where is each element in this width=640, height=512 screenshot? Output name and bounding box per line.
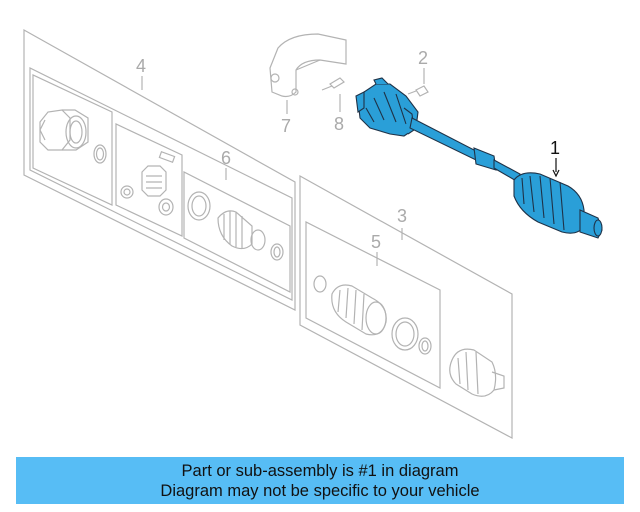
callout-2: 2 <box>418 48 428 68</box>
outer-joint-part <box>449 348 505 397</box>
axle-shaft-part-1 <box>355 77 603 239</box>
panel-4-assembly <box>23 28 296 311</box>
info-banner: Part or sub-assembly is #1 in diagram Di… <box>16 457 624 504</box>
callout-7: 7 <box>281 116 291 136</box>
callout-4: 4 <box>136 56 146 76</box>
parts-diagram: 1 2 3 4 5 6 7 8 <box>23 28 603 439</box>
leader-lines <box>141 68 560 266</box>
banner-line-disclaimer: Diagram may not be specific to your vehi… <box>160 481 480 500</box>
banner-line-part-number: Part or sub-assembly is #1 in diagram <box>181 461 459 480</box>
panel-6-parts <box>187 191 284 261</box>
callout-1: 1 <box>550 138 560 158</box>
gear-parts <box>120 151 176 216</box>
callout-8: 8 <box>334 114 344 134</box>
panel-5-parts <box>313 275 432 355</box>
panel-3-assembly <box>299 174 513 439</box>
callout-5: 5 <box>371 232 381 252</box>
bolt-part-8 <box>321 77 345 91</box>
bracket-part-7 <box>269 33 347 98</box>
bolt-part-2 <box>407 85 429 97</box>
callout-6: 6 <box>221 148 231 168</box>
housing-parts <box>39 109 107 164</box>
callout-3: 3 <box>397 206 407 226</box>
